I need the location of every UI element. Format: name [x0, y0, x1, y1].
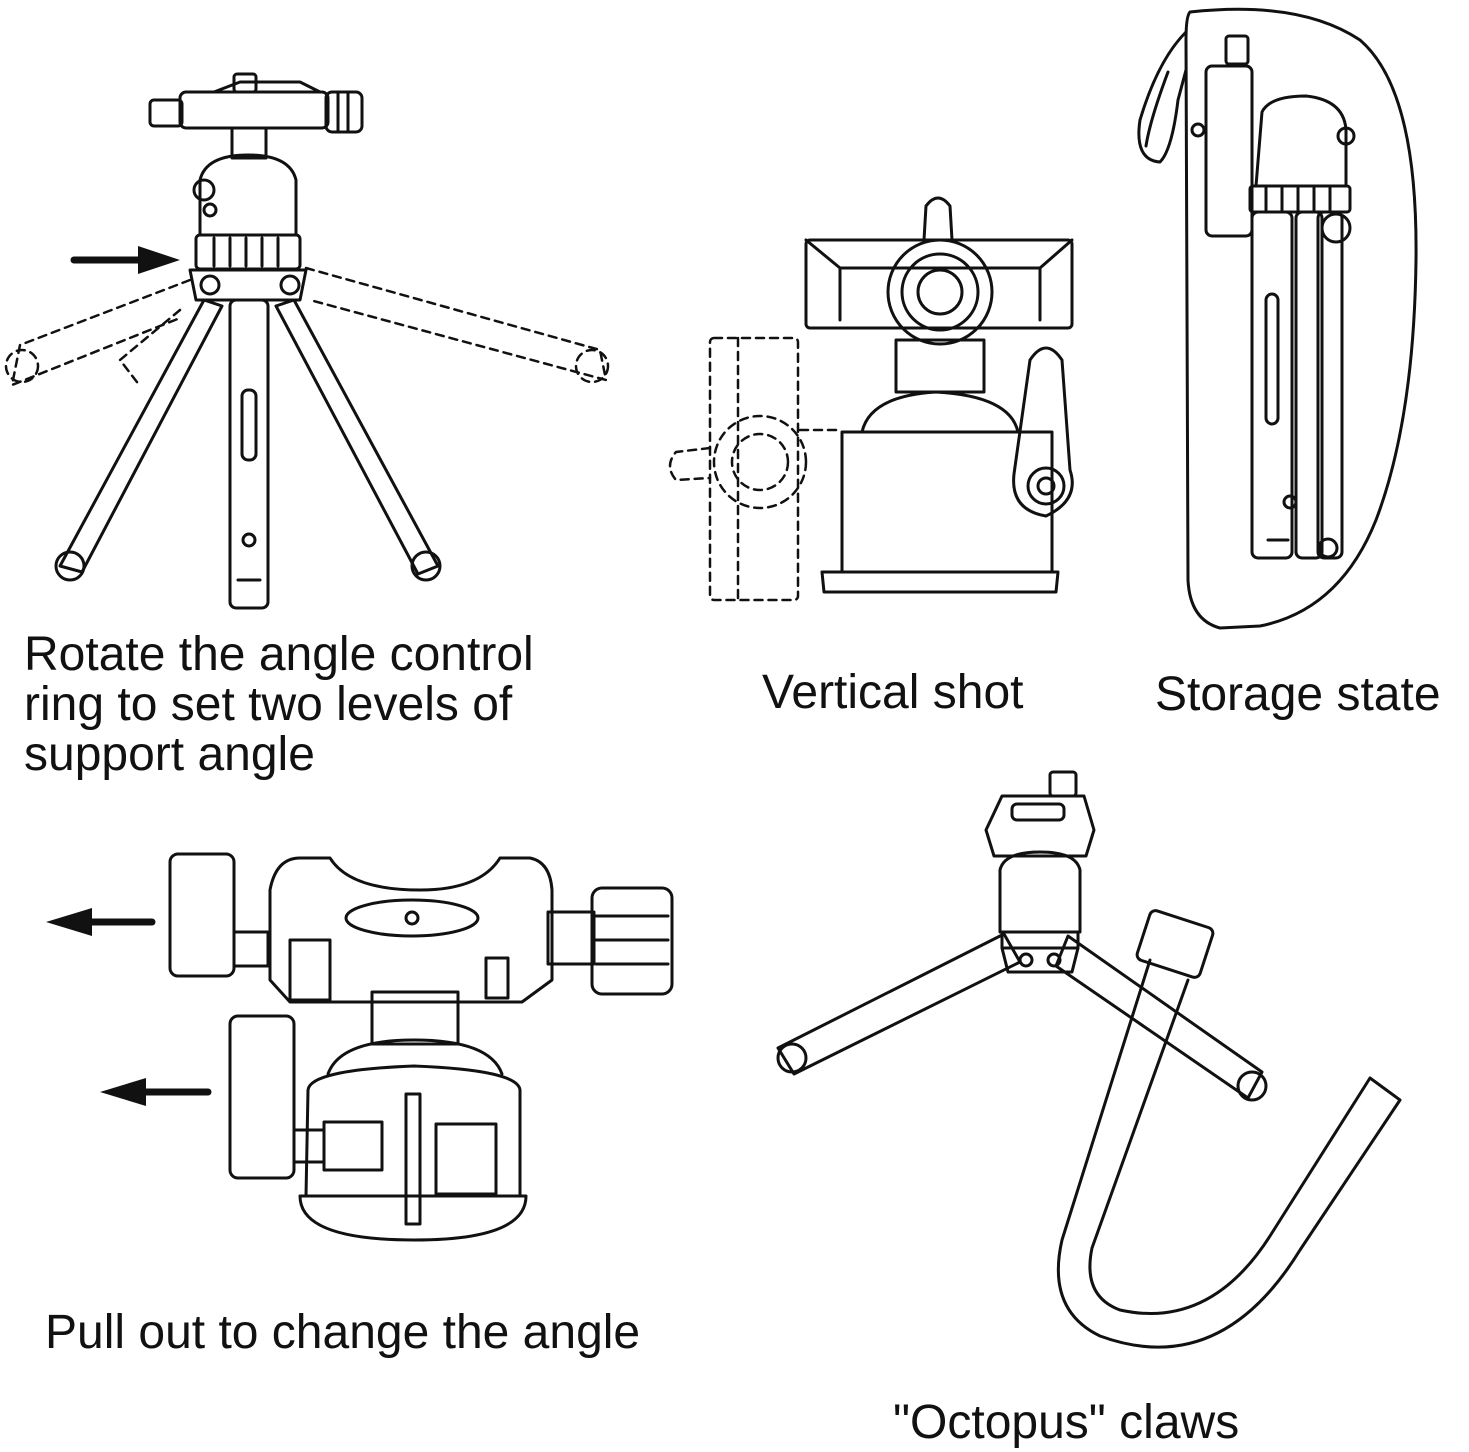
vertical-shot-illustration [668, 196, 1074, 602]
arrow-right-icon [70, 246, 180, 274]
octopus-claws-illustration [776, 770, 1402, 1349]
arrow-left-icon [100, 1078, 212, 1106]
arrow-left-icon [46, 908, 156, 936]
caption-octopus-claws: "Octopus" claws [893, 1396, 1240, 1449]
caption-vertical-shot: Vertical shot [762, 666, 1024, 719]
caption-pull-out: Pull out to change the angle [45, 1306, 641, 1359]
caption-storage-state: Storage state [1155, 668, 1441, 721]
pull-out-illustration [46, 852, 674, 1242]
storage-state-illustration [1137, 7, 1418, 630]
tripod-angle-ring-illustration [4, 72, 610, 610]
caption-rotate-angle-ring: Rotate the angle control ring to set two… [24, 628, 534, 781]
